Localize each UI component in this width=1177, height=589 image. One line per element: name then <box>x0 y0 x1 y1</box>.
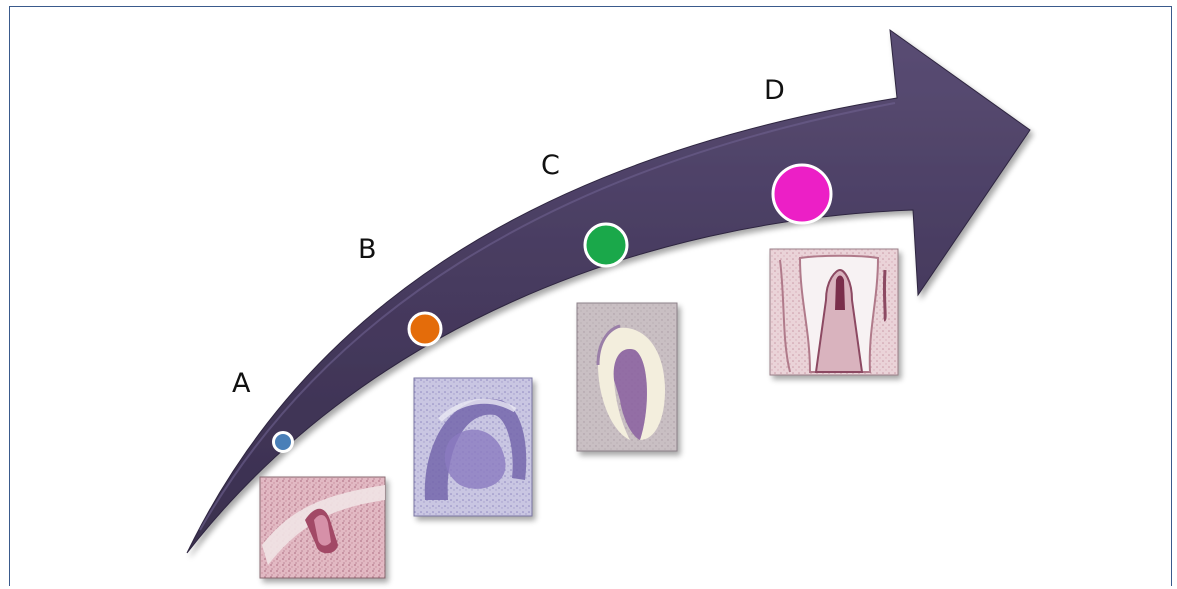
stage-d-histology-image <box>770 249 898 375</box>
stage-d-label: D <box>764 75 785 106</box>
stage-a-label: A <box>232 368 251 399</box>
stage-a-marker <box>274 433 293 452</box>
stage-c-marker <box>585 224 627 266</box>
stage-b-marker <box>409 313 441 345</box>
stage-c-label: C <box>541 150 560 181</box>
stage-c-histology-image <box>577 303 677 451</box>
stage-d-marker <box>773 165 831 223</box>
stage-a-histology-image <box>260 477 385 578</box>
stage-b-histology-image <box>414 378 532 516</box>
progress-arrow <box>187 30 1030 553</box>
stage-b-label: B <box>358 234 377 265</box>
